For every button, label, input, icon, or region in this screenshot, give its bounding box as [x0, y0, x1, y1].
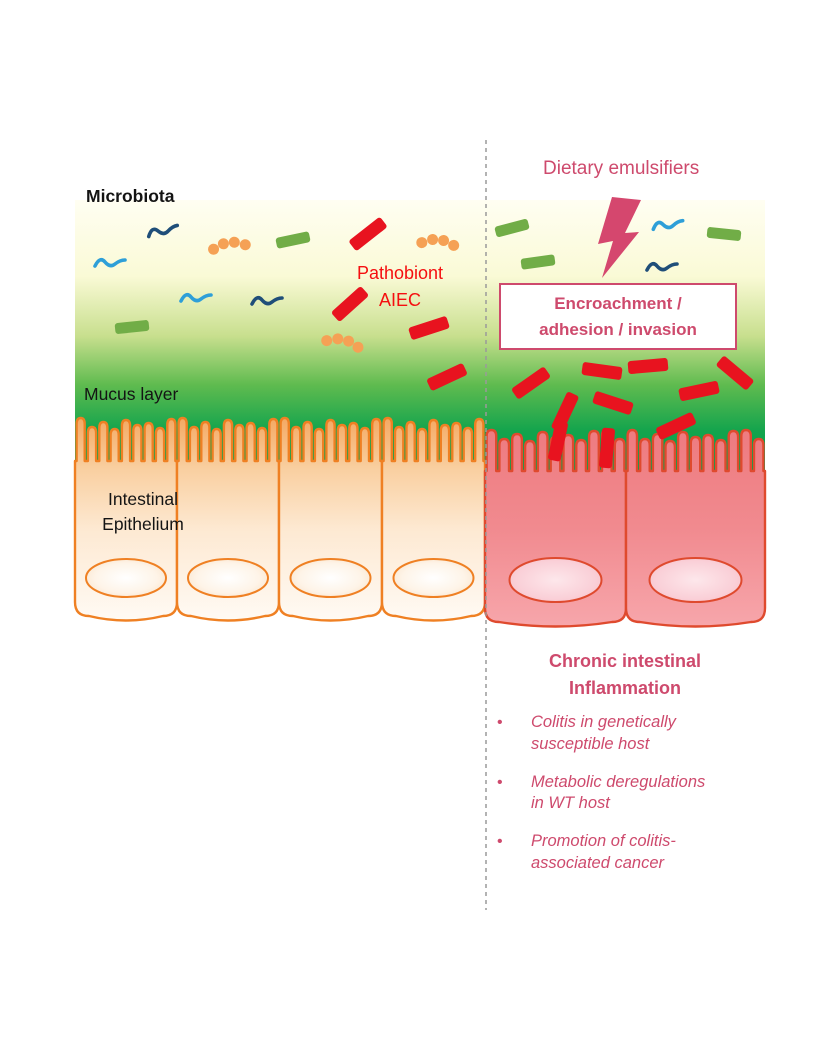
inflammation-bullet-list: • Colitis in genetically susceptible hos…: [497, 712, 753, 891]
commensal-rod-bacterium-icon: [706, 227, 742, 241]
cell-nucleus-healthy: [187, 558, 269, 598]
spiral-bacterium-icon: [645, 261, 679, 272]
aiec-pathobiont-rod-icon: [592, 391, 634, 415]
aiec-pathobiont-rod-icon: [512, 367, 550, 399]
lightning-bolt-icon: [598, 197, 641, 278]
epithelium-cells-layer: [73, 416, 767, 628]
commensal-rod-bacterium-icon: [494, 218, 530, 238]
spiral-bacterium-icon: [179, 292, 213, 303]
cell-nucleus-healthy: [392, 558, 475, 598]
cell-nucleus-healthy: [289, 558, 372, 598]
encroachment-box: Encroachment / adhesion / invasion: [499, 283, 737, 350]
aiec-pathobiont-rod-icon: [349, 217, 387, 251]
intestinal-epithelium-label: Intestinal Epithelium: [102, 489, 184, 535]
inflammation-bullet-item: • Promotion of colitis- associated cance…: [497, 831, 753, 875]
bullet-text: Promotion of colitis- associated cancer: [531, 832, 676, 872]
spiral-bacterium-icon: [93, 257, 127, 268]
dietary-emulsifiers-label: Dietary emulsifiers: [543, 158, 700, 179]
commensal-rod-bacterium-icon: [114, 320, 150, 334]
bullet-marker: •: [497, 714, 503, 731]
bullet-text: Colitis in genetically susceptible host: [531, 713, 676, 753]
aiec-pathobiont-rod-icon: [408, 316, 450, 340]
cell-nucleus-inflamed: [508, 557, 603, 603]
microbiota-label: Microbiota: [86, 186, 175, 206]
spiral-bacterium-icon: [250, 295, 284, 306]
spiral-bacterium-icon: [651, 218, 685, 232]
aiec-pathobiont-rod-icon: [548, 420, 568, 462]
cocci-chain-bacterium-icon: [416, 234, 460, 251]
inflammation-bullet-item: • Metabolic deregulations in WT host: [497, 772, 753, 816]
aiec-pathobiont-rod-icon: [332, 287, 368, 321]
commensal-rod-bacterium-icon: [520, 254, 556, 270]
commensal-rod-bacterium-icon: [275, 231, 311, 249]
aiec-pathobiont-rod-icon: [427, 363, 467, 391]
bullet-marker: •: [497, 773, 503, 791]
aiec-pathobiont-rod-icon: [627, 358, 669, 374]
pathobiont-aiec-label: Pathobiont AIEC: [356, 263, 444, 310]
bullet-marker: •: [497, 833, 503, 851]
cell-nucleus-inflamed: [648, 557, 743, 603]
cocci-chain-bacterium-icon: [321, 333, 364, 353]
chronic-inflammation-heading: Chronic intestinal Inflammation: [548, 651, 701, 698]
bacteria-layer: [93, 217, 754, 469]
aiec-pathobiont-rod-icon: [716, 356, 754, 390]
aiec-pathobiont-rod-icon: [581, 362, 623, 380]
aiec-pathobiont-rod-icon: [599, 427, 615, 469]
mucus-layer-label: Mucus layer: [84, 384, 179, 404]
cell-nucleus-healthy: [85, 558, 167, 598]
aiec-pathobiont-rod-icon: [678, 381, 720, 401]
spiral-bacterium-icon: [146, 223, 180, 239]
cocci-chain-bacterium-icon: [208, 236, 251, 255]
bullet-text: Metabolic deregulations in WT host: [531, 772, 706, 813]
inflammation-bullet-item: • Colitis in genetically susceptible hos…: [497, 712, 753, 756]
aiec-pathobiont-rod-icon: [656, 412, 696, 440]
